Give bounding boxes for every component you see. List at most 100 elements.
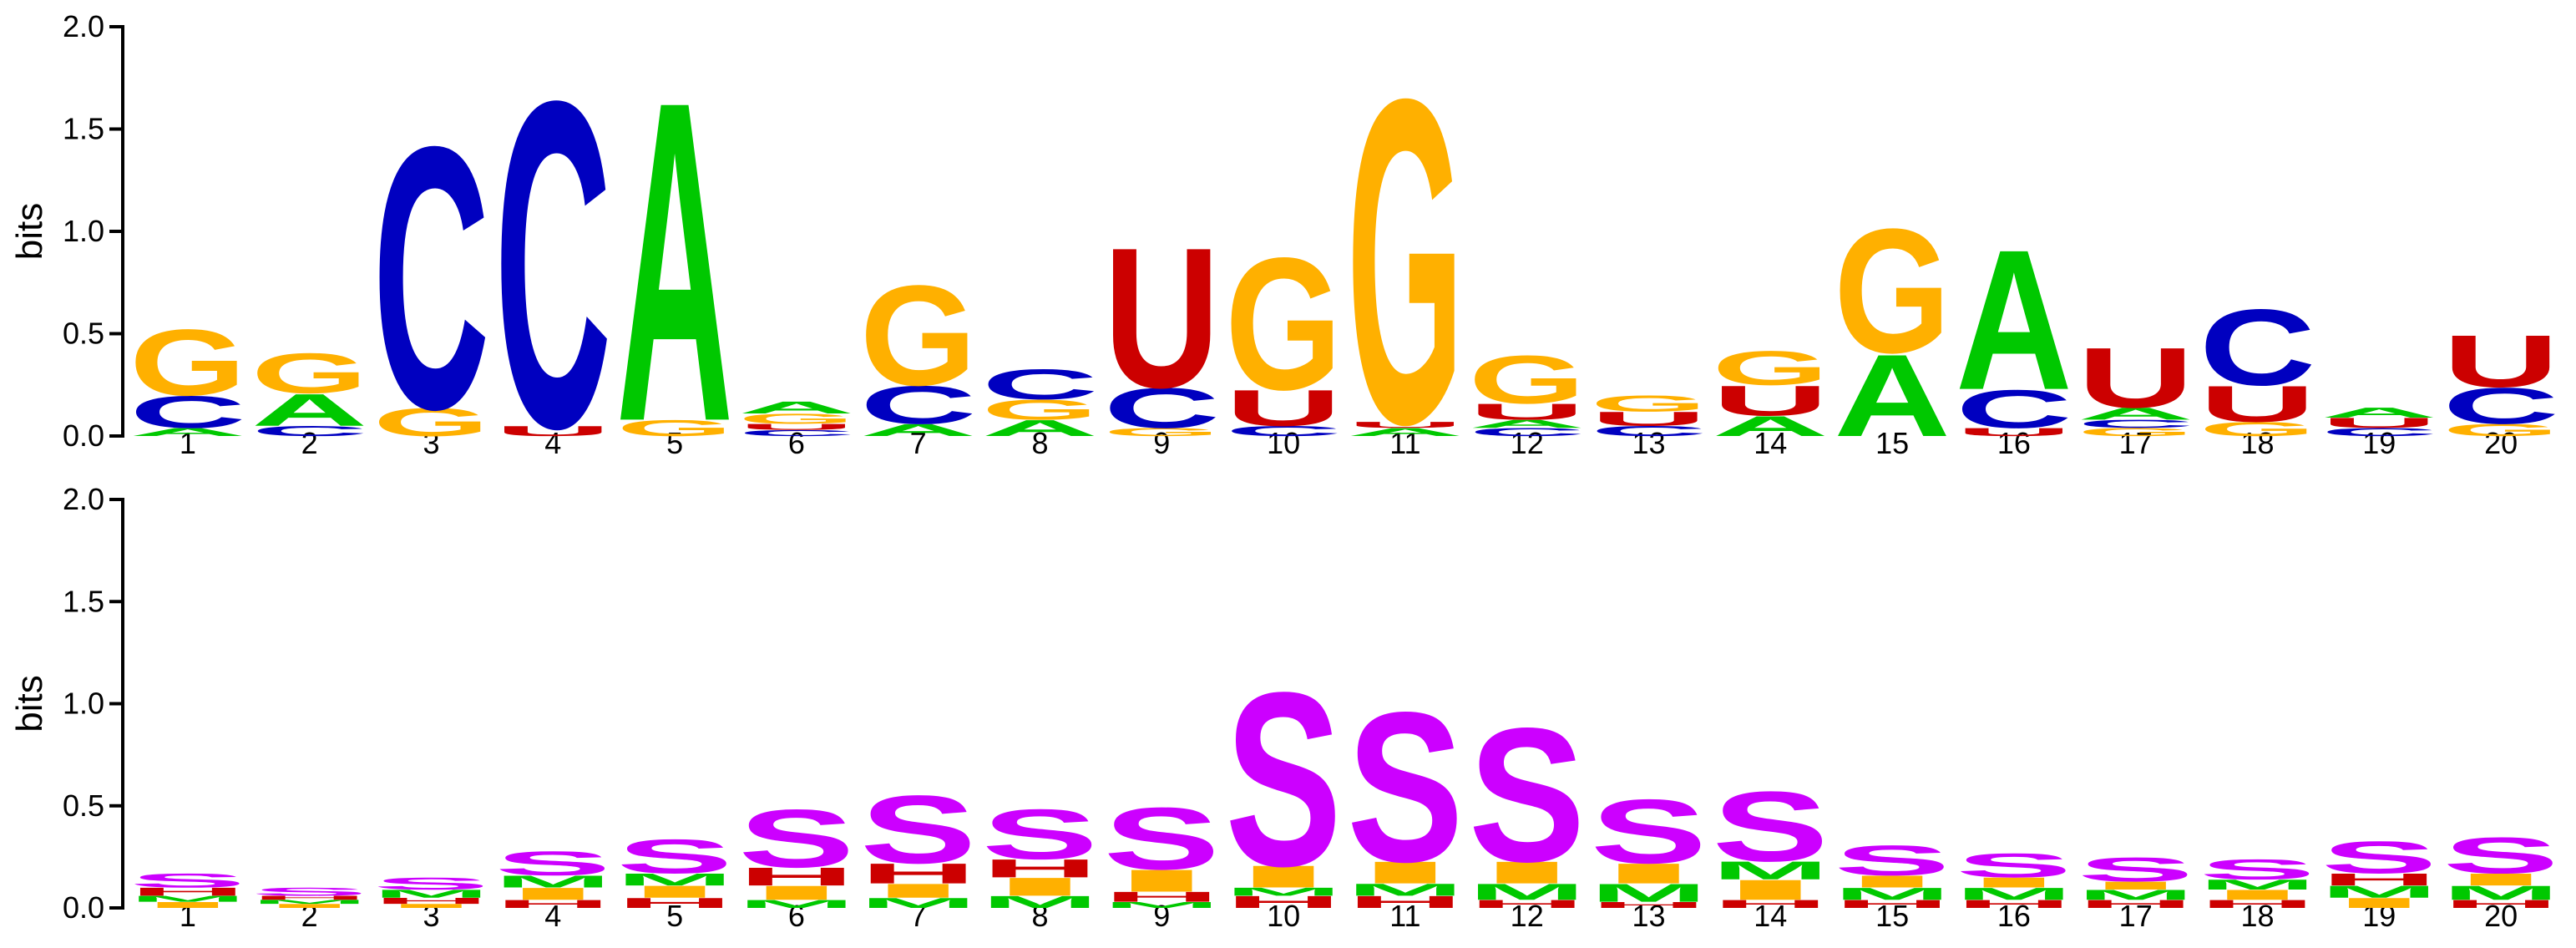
logo-letter-C: C — [251, 423, 368, 439]
logo-letter-I: I — [860, 880, 977, 902]
logo-letter-U: U — [494, 423, 611, 439]
logo-letter-C: C — [738, 428, 855, 438]
x-tick-label: 18 — [2240, 426, 2274, 460]
logo-letter-M: M — [860, 895, 977, 911]
logo-letter-S: S — [494, 844, 611, 883]
logo-letter-S: S — [738, 793, 855, 885]
x-tick-label: 10 — [1267, 899, 1300, 933]
logo-letter-G: G — [616, 416, 733, 441]
logo-letter-M: M — [1469, 880, 1586, 905]
logo-letter-C: C — [2320, 426, 2437, 439]
logo-letter-A: A — [616, 7, 733, 518]
logo-letter-M: M — [494, 872, 611, 891]
logo-letter-S: S — [2199, 854, 2316, 885]
logo-letter-S: S — [982, 794, 1099, 874]
y-tick-label: 0.5 — [63, 317, 104, 351]
logo-letter-U: U — [1469, 399, 1586, 424]
x-tick-label: 2 — [301, 899, 318, 933]
logo-letter-M: M — [1225, 885, 1342, 898]
logo-letter-A: A — [1834, 330, 1951, 461]
logo-letter-M: M — [373, 887, 490, 900]
logo-letter-U: U — [2442, 320, 2559, 403]
logo-letter-U: U — [2078, 330, 2194, 426]
logo-letter-I: I — [373, 903, 490, 910]
logo-letter-H: H — [982, 854, 1099, 883]
x-tick-label: 18 — [2240, 899, 2274, 933]
y-tick-label: 2.0 — [63, 9, 104, 43]
logo-letter-S: S — [1956, 846, 2072, 885]
logo-letter-H: H — [494, 898, 611, 910]
x-tick-label: 17 — [2119, 899, 2153, 933]
logo-letter-H: H — [1712, 898, 1829, 910]
x-tick-label: 16 — [1997, 426, 2031, 460]
x-tick-label: 9 — [1153, 899, 1170, 933]
logo-letter-H: H — [1834, 898, 1951, 910]
x-tick-label: 1 — [180, 899, 196, 933]
logo-letter-I: I — [129, 900, 246, 910]
logo-letter-A: A — [2078, 404, 2194, 423]
y-tick-label: 1.5 — [63, 584, 104, 618]
x-tick-label: 3 — [423, 426, 439, 460]
logo-letter-M: M — [616, 870, 733, 890]
logo-letter-H: H — [2320, 870, 2437, 890]
logo-letter-S: S — [2078, 850, 2194, 889]
logo-letter-I: I — [1469, 855, 1586, 890]
x-tick-label: 4 — [544, 899, 561, 933]
logo-letter-I: I — [738, 882, 855, 905]
logo-letter-G: G — [129, 310, 246, 415]
logo-letter-U: U — [1712, 377, 1829, 424]
x-tick-label: 7 — [910, 899, 927, 933]
y-tick-label: 1.0 — [63, 214, 104, 248]
logo-letter-C: C — [2078, 418, 2194, 430]
x-tick-label: 14 — [1754, 426, 1787, 460]
logo-letter-H: H — [129, 885, 246, 898]
logo-letter-H: H — [2442, 898, 2559, 910]
logo-letter-G: G — [982, 394, 1099, 426]
logo-letter-H: H — [1591, 900, 1708, 910]
logo-letter-M: M — [982, 893, 1099, 912]
logo-letter-G: G — [860, 256, 977, 416]
logo-letter-C: C — [982, 361, 1099, 408]
logo-letter-M: M — [1956, 885, 2072, 904]
logo-letter-S: S — [1469, 688, 1586, 901]
logo-letter-G: G — [2078, 426, 2194, 439]
logo-letter-H: H — [2199, 898, 2316, 910]
logo-letter-M: M — [2320, 882, 2437, 901]
logo-letter-G: G — [1834, 191, 1951, 389]
logo-letter-C: C — [1956, 378, 2072, 439]
x-tick-label: 15 — [1875, 426, 1909, 460]
logo-letter-H: H — [738, 863, 855, 891]
x-tick-label: 4 — [544, 426, 561, 460]
y-tick-label: 2.0 — [63, 482, 104, 516]
logo-letter-S: S — [1103, 790, 1220, 889]
logo-letter-A: A — [1956, 209, 2072, 432]
logo-letter-I: I — [1347, 855, 1464, 890]
logo-letter-M: M — [1347, 880, 1464, 900]
x-tick-label: 20 — [2484, 426, 2518, 460]
y-tick-label: 0.0 — [63, 418, 104, 453]
logo-letter-M: M — [1591, 879, 1708, 907]
logo-letter-S: S — [1225, 641, 1342, 919]
logo-letter-G: G — [373, 400, 490, 445]
logo-letter-G: G — [1347, 3, 1464, 520]
logo-letter-I: I — [1103, 863, 1220, 898]
logo-letter-S: S — [1347, 667, 1464, 907]
logo-letter-U: U — [2199, 376, 2316, 433]
x-tick-label: 1 — [180, 426, 196, 460]
x-tick-label: 13 — [1632, 899, 1665, 933]
logo-letter-G: G — [2442, 421, 2559, 440]
x-tick-label: 2 — [301, 426, 318, 460]
x-tick-label: 9 — [1153, 426, 1170, 460]
logo-letter-S: S — [860, 775, 977, 884]
logo-letter-I: I — [1712, 874, 1829, 905]
x-tick-label: 5 — [666, 426, 683, 460]
logo-letter-H: H — [1103, 889, 1220, 905]
logo-letter-H: H — [1225, 893, 1342, 912]
x-tick-label: 8 — [1031, 899, 1048, 933]
x-tick-label: 17 — [2119, 426, 2153, 460]
x-tick-label: 10 — [1267, 426, 1300, 460]
y-tick-label: 1.0 — [63, 687, 104, 721]
x-tick-label: 7 — [910, 426, 927, 460]
